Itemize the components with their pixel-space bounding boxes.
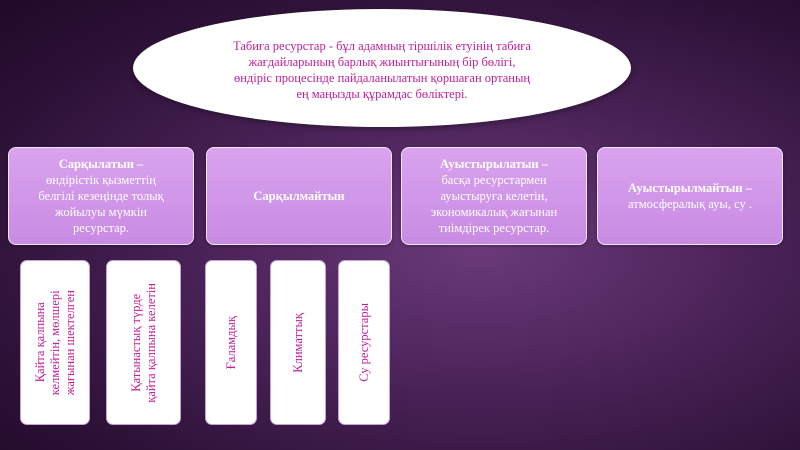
category-title: Ауыстырылатын – — [440, 157, 548, 171]
definition-text: Табиға ресурстар - бұл адамның тіршілік … — [197, 38, 567, 102]
subcategory-global: Ғаламдық — [205, 260, 257, 425]
subcategory-line: Климаттық — [290, 312, 305, 373]
category-desc-line: ресурстар. — [72, 221, 130, 235]
subcategory-text: Климаттық — [291, 313, 306, 373]
subcategory-line: қайта қалпына келетін — [143, 282, 158, 403]
category-box-exhaustible: Сарқылатын – өндірістік қызметтің белгіл… — [8, 147, 194, 245]
category-desc-line: өндірістік қызметтің — [46, 173, 156, 187]
subcategory-line: Ғаламдық — [223, 315, 238, 370]
category-title: Сарқылмайтын — [253, 189, 345, 203]
category-desc-line: тиімдірек ресурстар. — [438, 221, 550, 235]
category-box-irreplaceable: Ауыстырылмайтын – атмосфералық ауы, су . — [597, 147, 783, 245]
definition-ellipse: Табиға ресурстар - бұл адамның тіршілік … — [133, 9, 631, 127]
subcategory-line: келмейтін, мөлшері — [47, 290, 62, 395]
category-box-inexhaustible: Сарқылмайтын — [206, 147, 392, 245]
subcategory-text: Қатынастық түрде қайта қалпына келетін — [129, 283, 159, 403]
definition-line: ең маңызды құрамдас бөліктері. — [296, 87, 468, 101]
subcategory-relatively-renewable: Қатынастық түрде қайта қалпына келетін — [106, 260, 181, 425]
subcategory-line: жағынан шектелген — [62, 289, 77, 396]
category-desc-line: атмосфералық ауы, су . — [628, 197, 752, 211]
category-desc-line: жойылуы мүмкін — [55, 205, 147, 219]
subcategory-line: Қайта қалпына — [32, 302, 47, 383]
subcategory-water: Су ресурстары — [338, 260, 390, 425]
category-title: Сарқылатын – — [58, 157, 144, 171]
category-title: Ауыстырылмайтын – — [628, 181, 752, 195]
definition-line: Табиға ресурстар - бұл адамның тіршілік … — [233, 39, 531, 53]
category-desc-line: белгілі кезеңінде толық — [38, 189, 164, 203]
subcategory-nonrenewable: Қайта қалпына келмейтін, мөлшері жағынан… — [20, 260, 90, 425]
subcategory-climatic: Климаттық — [270, 260, 326, 425]
definition-line: өндіріс процесінде пайдаланылатын қоршағ… — [233, 71, 531, 85]
definition-line: жағдайларының барлық жиынтығының бір бөл… — [248, 55, 516, 69]
subcategory-text: Ғаламдық — [224, 316, 239, 369]
subcategory-text: Қайта қалпына келмейтін, мөлшері жағынан… — [33, 290, 78, 395]
category-desc-line: басқа ресурстармен — [441, 173, 547, 187]
category-desc-line: ауыстыруға келетін, — [440, 189, 548, 203]
subcategory-line: Қатынастық түрде — [128, 293, 143, 392]
category-desc-line: экономикалық жағынан — [430, 205, 558, 219]
category-box-replaceable: Ауыстырылатын – басқа ресурстармен ауыст… — [401, 147, 587, 245]
subcategory-line: Су ресурстары — [356, 303, 371, 382]
subcategory-text: Су ресурстары — [357, 303, 372, 382]
